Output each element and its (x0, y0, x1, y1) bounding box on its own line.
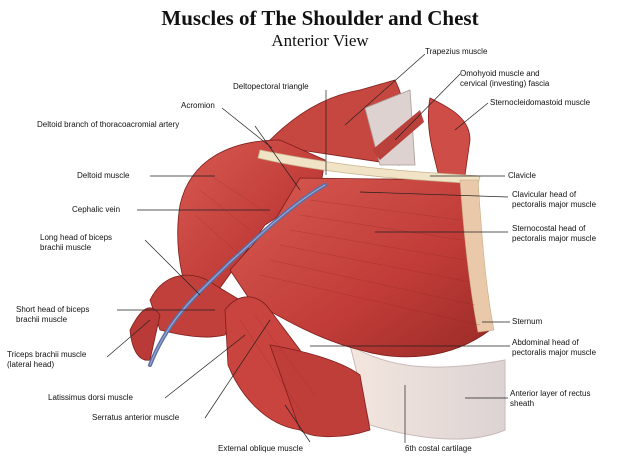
label-deltoid: Deltoid muscle (77, 171, 130, 180)
sternum-fascia (459, 179, 495, 333)
label-sternum: Sternum (512, 317, 543, 326)
deltoid-muscle-shape (177, 139, 326, 301)
label-external-oblique: External oblique muscle (218, 444, 303, 453)
label-short-head-biceps-2: brachii muscle (16, 315, 68, 324)
rectus-sheath-region (349, 343, 506, 440)
label-acromion: Acromion (181, 101, 215, 110)
label-short-head-biceps: Short head of biceps (16, 305, 89, 314)
triceps-brachii-shape (129, 307, 161, 361)
label-sternocostal-head: Sternocostal head of (512, 224, 586, 233)
label-trapezius: Trapezius muscle (425, 47, 488, 56)
label-abdominal-head: Abdominal head of (512, 338, 579, 347)
label-sternocleidomastoid: Sternocleidomastoid muscle (490, 98, 591, 107)
diagram-title: Muscles of The Shoulder and Chest (161, 6, 479, 30)
label-latissimus: Latissimus dorsi muscle (48, 393, 133, 402)
label-long-head-biceps-2: brachii muscle (40, 243, 92, 252)
label-deltoid-branch: Deltoid branch of thoracoacromial artery (37, 120, 179, 129)
label-serratus: Serratus anterior muscle (92, 413, 180, 422)
label-abdominal-head-2: pectoralis major muscle (512, 348, 597, 357)
leader-lines (106, 53, 510, 443)
sternocleidomastoid-muscle (427, 97, 471, 181)
label-triceps-2: (lateral head) (7, 360, 54, 369)
label-rectus-sheath-2: sheath (510, 399, 534, 408)
label-clavicular-head: Clavicular head of (512, 190, 577, 199)
label-deltopectoral-triangle: Deltopectoral triangle (233, 82, 309, 91)
label-omohyoid: Omohyoid muscle and (460, 69, 540, 78)
label-6th-costal-cartilage: 6th costal cartilage (405, 444, 472, 453)
external-oblique-shape (269, 344, 371, 438)
label-omohyoid-2: cervical (investing) fascia (460, 79, 550, 88)
label-cephalic-vein: Cephalic vein (72, 205, 120, 214)
label-sternocostal-head-2: pectoralis major muscle (512, 234, 597, 243)
cephalic-vein-highlight (149, 184, 326, 366)
label-clavicular-head-2: pectoralis major muscle (512, 200, 597, 209)
label-triceps: Triceps brachii muscle (7, 350, 87, 359)
label-rectus-sheath: Anterior layer of rectus (510, 389, 590, 398)
label-long-head-biceps: Long head of biceps (40, 233, 112, 242)
omohyoid-muscle (372, 110, 424, 160)
label-clavicle: Clavicle (508, 171, 537, 180)
diagram-subtitle: Anterior View (271, 31, 369, 50)
